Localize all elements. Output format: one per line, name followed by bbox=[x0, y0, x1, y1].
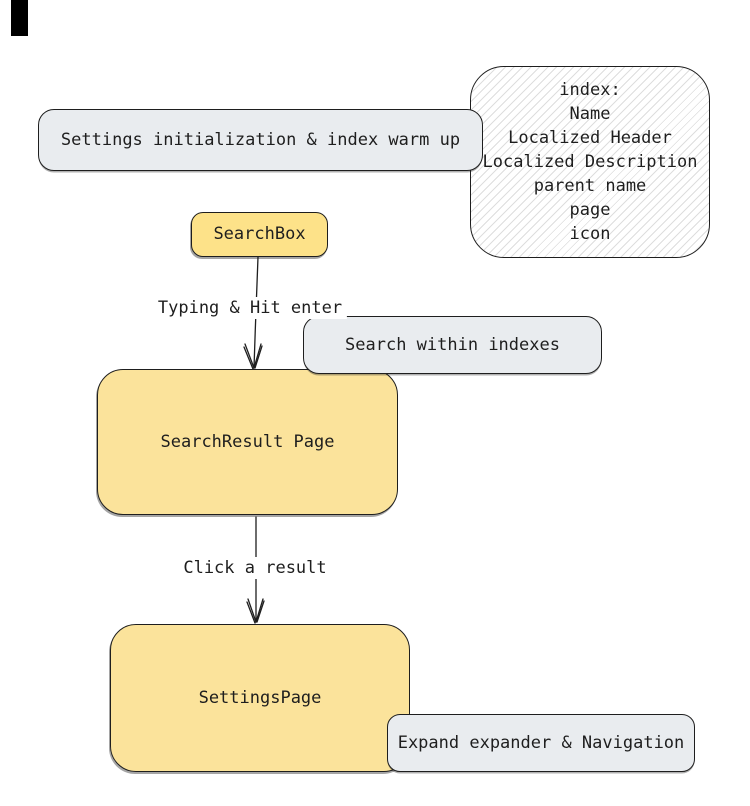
search-within-indexes-note: Search within indexes bbox=[303, 316, 602, 374]
expand-navigation-label: Expand expander & Navigation bbox=[397, 732, 685, 753]
searchresult-page-label: SearchResult Page bbox=[160, 431, 335, 452]
arrowhead-icon bbox=[255, 598, 264, 623]
settings-warmup-node: Settings initialization & index warm up bbox=[38, 109, 483, 171]
searchbox-label: SearchBox bbox=[213, 224, 306, 245]
index-fields-note: index: Name Localized Header Localized D… bbox=[470, 66, 710, 258]
click-arrow-label: Click a result bbox=[178, 557, 332, 579]
arrowhead-icon bbox=[254, 345, 263, 369]
index-note-line: icon bbox=[569, 224, 611, 244]
index-note-line: Localized Description bbox=[482, 152, 698, 172]
typing-arrow-label: Typing & Hit enter bbox=[152, 297, 348, 319]
capture-cursor-artifact bbox=[11, 0, 28, 36]
index-note-line: index: bbox=[559, 80, 621, 100]
searchresult-page-node: SearchResult Page bbox=[97, 369, 398, 515]
settingspage-node: SettingsPage bbox=[110, 624, 410, 772]
arrowhead-icon bbox=[244, 343, 255, 369]
index-note-line: parent name bbox=[533, 176, 647, 196]
arrowhead-icon bbox=[256, 600, 265, 623]
index-note-line: Name bbox=[569, 104, 611, 124]
settings-warmup-label: Settings initialization & index warm up bbox=[60, 129, 461, 150]
search-within-label: Search within indexes bbox=[345, 334, 560, 355]
arrowhead-icon bbox=[246, 601, 256, 624]
index-note-line: Localized Header bbox=[508, 128, 672, 148]
arrowhead-icon bbox=[243, 346, 254, 370]
searchbox-node: SearchBox bbox=[191, 212, 328, 257]
arrowhead-icon bbox=[247, 598, 257, 623]
index-note-line: page bbox=[569, 200, 611, 220]
settingspage-label: SettingsPage bbox=[198, 687, 322, 708]
arrowhead-icon bbox=[253, 343, 262, 369]
expand-navigation-note: Expand expander & Navigation bbox=[387, 714, 695, 772]
